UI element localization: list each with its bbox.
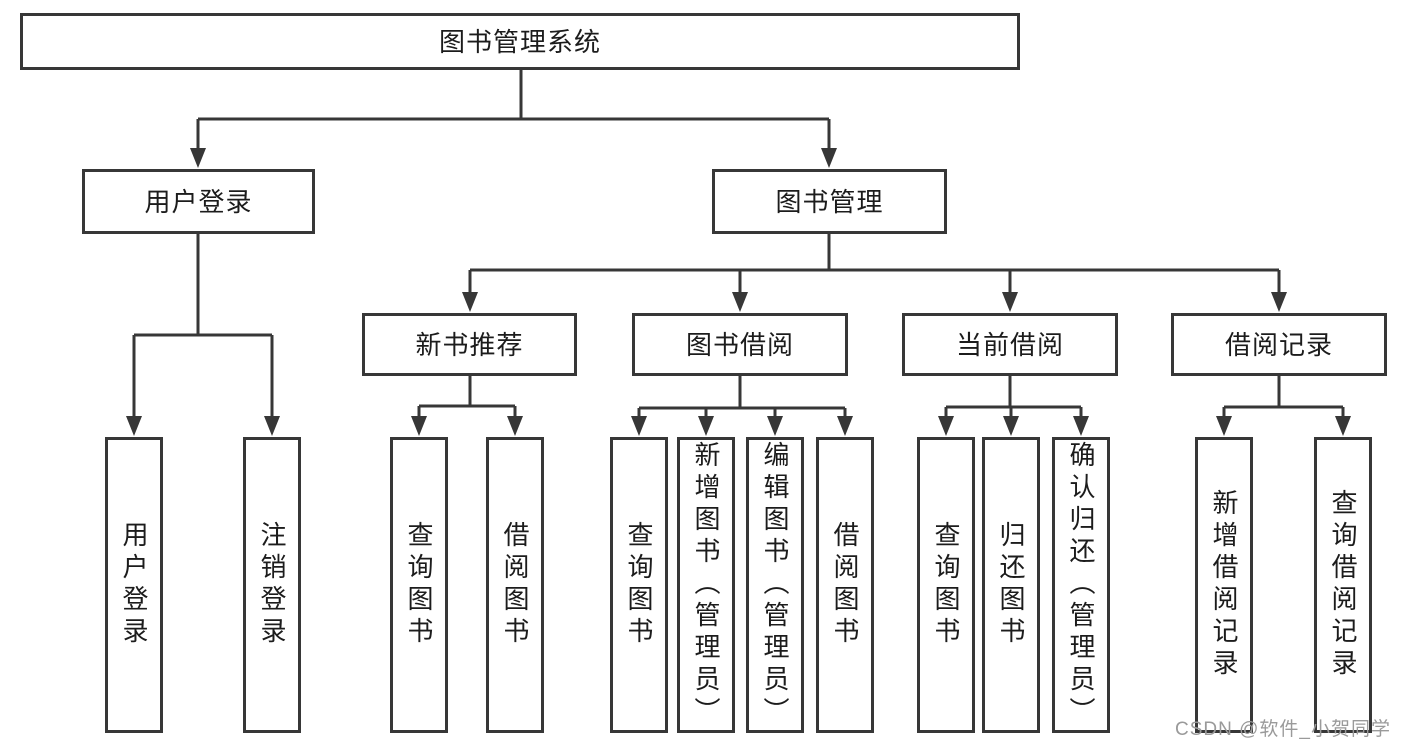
leaf-borrow-books-label: 借阅图书 bbox=[830, 521, 860, 649]
node-user-login: 用户登录 bbox=[82, 169, 315, 234]
leaf-add-borrow-record: 新增借阅记录 bbox=[1195, 437, 1253, 733]
arrowhead bbox=[698, 416, 714, 436]
node-new-book-recommend-label: 新书推荐 bbox=[415, 329, 524, 360]
connector-root-to-level1 bbox=[190, 70, 837, 168]
node-new-book-recommend: 新书推荐 bbox=[362, 313, 577, 376]
node-borrow-records: 借阅记录 bbox=[1171, 313, 1387, 376]
arrowhead bbox=[411, 416, 427, 436]
leaf-add-borrow-record-label: 新增借阅记录 bbox=[1209, 489, 1239, 681]
connector-new-book-recommend-to-leaves bbox=[411, 376, 523, 436]
leaf-query-books-recommend-label: 查询图书 bbox=[404, 521, 434, 649]
leaf-borrow-books-recommend-label: 借阅图书 bbox=[500, 521, 530, 649]
leaf-borrow-books: 借阅图书 bbox=[816, 437, 874, 733]
leaf-borrow-books-recommend: 借阅图书 bbox=[486, 437, 544, 733]
leaf-user-login-label: 用户登录 bbox=[119, 521, 149, 649]
connector-book-borrow-to-leaves bbox=[631, 376, 853, 436]
node-book-borrow: 图书借阅 bbox=[632, 313, 848, 376]
node-book-management-label: 图书管理 bbox=[775, 186, 884, 217]
connector-user-login-to-leaves bbox=[126, 234, 280, 436]
arrowhead bbox=[126, 416, 142, 436]
leaf-return-book-label: 归还图书 bbox=[996, 521, 1026, 649]
leaf-query-books-current-label: 查询图书 bbox=[931, 521, 961, 649]
arrowhead bbox=[837, 416, 853, 436]
leaf-confirm-return-admin-label: 确认归还（管理员） bbox=[1066, 441, 1096, 729]
arrowhead bbox=[732, 292, 748, 312]
node-book-borrow-label: 图书借阅 bbox=[685, 329, 794, 360]
leaf-confirm-return-admin: 确认归还（管理员） bbox=[1052, 437, 1110, 733]
watermark-text: CSDN @软件_小贺同学 bbox=[1175, 719, 1391, 740]
arrowhead bbox=[631, 416, 647, 436]
arrowhead bbox=[1073, 416, 1089, 436]
leaf-edit-book-admin-label: 编辑图书（管理员） bbox=[760, 441, 790, 729]
arrowhead bbox=[1003, 416, 1019, 436]
arrowhead bbox=[507, 416, 523, 436]
arrowhead bbox=[462, 292, 478, 312]
leaf-logout-label: 注销登录 bbox=[257, 521, 287, 649]
leaf-return-book: 归还图书 bbox=[982, 437, 1040, 733]
arrowhead bbox=[264, 416, 280, 436]
leaf-query-books-current: 查询图书 bbox=[917, 437, 975, 733]
arrowhead bbox=[190, 148, 206, 168]
leaf-edit-book-admin: 编辑图书（管理员） bbox=[746, 437, 804, 733]
arrowhead bbox=[767, 416, 783, 436]
connector-book-management-to-level2 bbox=[462, 234, 1287, 312]
node-root: 图书管理系统 bbox=[20, 13, 1020, 70]
connector-current-borrow-to-leaves bbox=[938, 376, 1089, 436]
node-current-borrow: 当前借阅 bbox=[902, 313, 1118, 376]
leaf-logout: 注销登录 bbox=[243, 437, 301, 733]
leaf-add-book-admin: 新增图书（管理员） bbox=[677, 437, 735, 733]
arrowhead bbox=[821, 148, 837, 168]
node-user-login-label: 用户登录 bbox=[144, 186, 253, 217]
node-current-borrow-label: 当前借阅 bbox=[955, 329, 1064, 360]
node-root-label: 图书管理系统 bbox=[438, 26, 601, 57]
leaf-query-books-borrow: 查询图书 bbox=[610, 437, 668, 733]
connector-borrow-records-to-leaves bbox=[1216, 376, 1351, 436]
leaf-query-borrow-record-label: 查询借阅记录 bbox=[1328, 489, 1358, 681]
arrowhead bbox=[1271, 292, 1287, 312]
node-book-management: 图书管理 bbox=[712, 169, 947, 234]
leaf-query-books-recommend: 查询图书 bbox=[390, 437, 448, 733]
leaf-query-borrow-record: 查询借阅记录 bbox=[1314, 437, 1372, 733]
leaf-query-books-borrow-label: 查询图书 bbox=[624, 521, 654, 649]
node-borrow-records-label: 借阅记录 bbox=[1224, 329, 1333, 360]
leaf-user-login: 用户登录 bbox=[105, 437, 163, 733]
arrowhead bbox=[1002, 292, 1018, 312]
arrowhead bbox=[1216, 416, 1232, 436]
leaf-add-book-admin-label: 新增图书（管理员） bbox=[691, 441, 721, 729]
arrowhead bbox=[1335, 416, 1351, 436]
arrowhead bbox=[938, 416, 954, 436]
